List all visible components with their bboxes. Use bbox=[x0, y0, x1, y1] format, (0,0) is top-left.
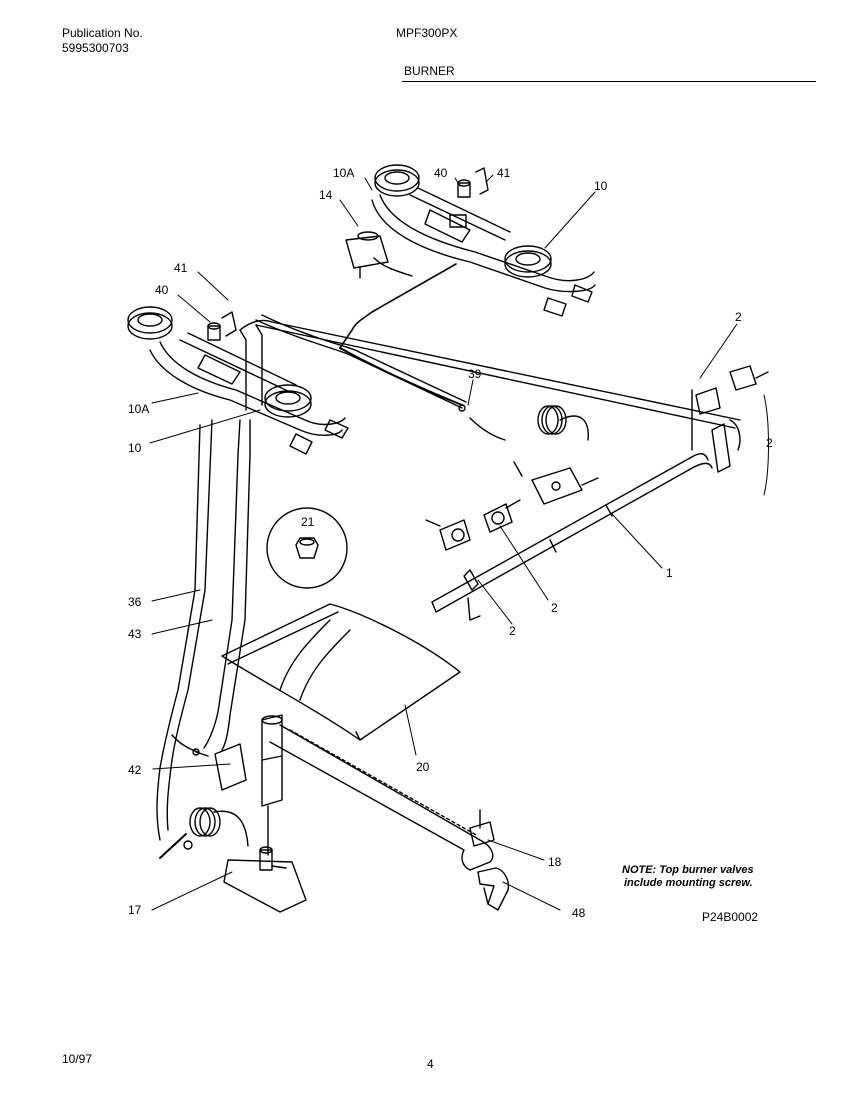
burner-valve-front-right bbox=[483, 499, 521, 533]
hex-nut-callout bbox=[266, 507, 348, 589]
burner-valve-front-left bbox=[425, 519, 471, 551]
callout-10-rear: 10 bbox=[594, 179, 608, 193]
callout-2-mid: 2 bbox=[551, 601, 558, 615]
front-orifice-fittings bbox=[289, 419, 349, 455]
callout-2-upper: 2 bbox=[735, 310, 742, 324]
publication-label: Publication No. bbox=[62, 26, 143, 40]
gas-regulator bbox=[345, 231, 413, 279]
oven-burner-baffle bbox=[221, 603, 461, 741]
callout-2-lower: 2 bbox=[509, 624, 516, 638]
ignitor-wire-39 bbox=[339, 347, 466, 412]
leader-lines bbox=[149, 174, 769, 911]
callout-10-front: 10 bbox=[128, 441, 142, 455]
gas-tubing bbox=[156, 263, 506, 841]
oven-thermostat-capillary bbox=[537, 405, 589, 441]
callout-42: 42 bbox=[128, 763, 142, 777]
rear-burner-assembly bbox=[371, 187, 596, 293]
burner-valve-rear bbox=[695, 365, 769, 415]
oven-burner-tube bbox=[261, 714, 495, 871]
front-ignitor-electrode bbox=[207, 311, 237, 341]
callout-18: 18 bbox=[548, 855, 562, 869]
oven-ignitor-bracket bbox=[192, 743, 247, 791]
callout-36: 36 bbox=[128, 595, 142, 609]
front-left-burner-cap bbox=[127, 306, 173, 340]
callout-14: 14 bbox=[319, 188, 333, 202]
callout-10a-rear: 10A bbox=[333, 166, 354, 180]
callout-43: 43 bbox=[128, 627, 142, 641]
callout-2-right: 2 bbox=[766, 436, 773, 450]
figure-code: P24B0002 bbox=[702, 910, 759, 924]
callout-39: 39 bbox=[468, 367, 482, 381]
note-line-2: include mounting screw. bbox=[624, 877, 753, 889]
model-number: MPF300PX bbox=[396, 26, 458, 40]
callout-21: 21 bbox=[301, 515, 315, 529]
callout-48: 48 bbox=[572, 906, 586, 920]
oven-thermostat-valve bbox=[513, 461, 599, 505]
publication-number: 5995300703 bbox=[62, 41, 129, 55]
section-title: BURNER bbox=[404, 64, 455, 78]
rear-right-burner-cap bbox=[504, 245, 552, 278]
callout-41-rear: 41 bbox=[497, 166, 511, 180]
callout-40-rear: 40 bbox=[434, 166, 448, 180]
front-right-burner-cap bbox=[264, 384, 312, 418]
footer-date: 10/97 bbox=[62, 1052, 93, 1066]
oven-safety-valve-capillary bbox=[159, 807, 249, 859]
callout-1: 1 bbox=[666, 566, 673, 580]
callout-labels: 10A 40 41 10 14 41 40 10A 10 39 2 2 1 21… bbox=[128, 166, 773, 920]
note-line-1: NOTE: Top burner valves bbox=[622, 864, 754, 876]
callout-17: 17 bbox=[128, 903, 142, 917]
manifold-pipe bbox=[431, 389, 741, 621]
oven-burner-bracket bbox=[477, 867, 510, 911]
rear-ignitor-electrode bbox=[457, 167, 489, 198]
callout-41-front: 41 bbox=[174, 261, 188, 275]
callout-10a-front: 10A bbox=[128, 402, 149, 416]
front-burner-assembly bbox=[149, 332, 346, 436]
callout-40-front: 40 bbox=[155, 283, 169, 297]
page-number: 4 bbox=[427, 1057, 434, 1071]
callout-20: 20 bbox=[416, 760, 430, 774]
rear-left-burner-cap bbox=[374, 164, 420, 197]
rear-orifice-fitting bbox=[543, 284, 593, 317]
oven-safety-valve bbox=[223, 846, 307, 913]
header-rule bbox=[402, 81, 816, 82]
